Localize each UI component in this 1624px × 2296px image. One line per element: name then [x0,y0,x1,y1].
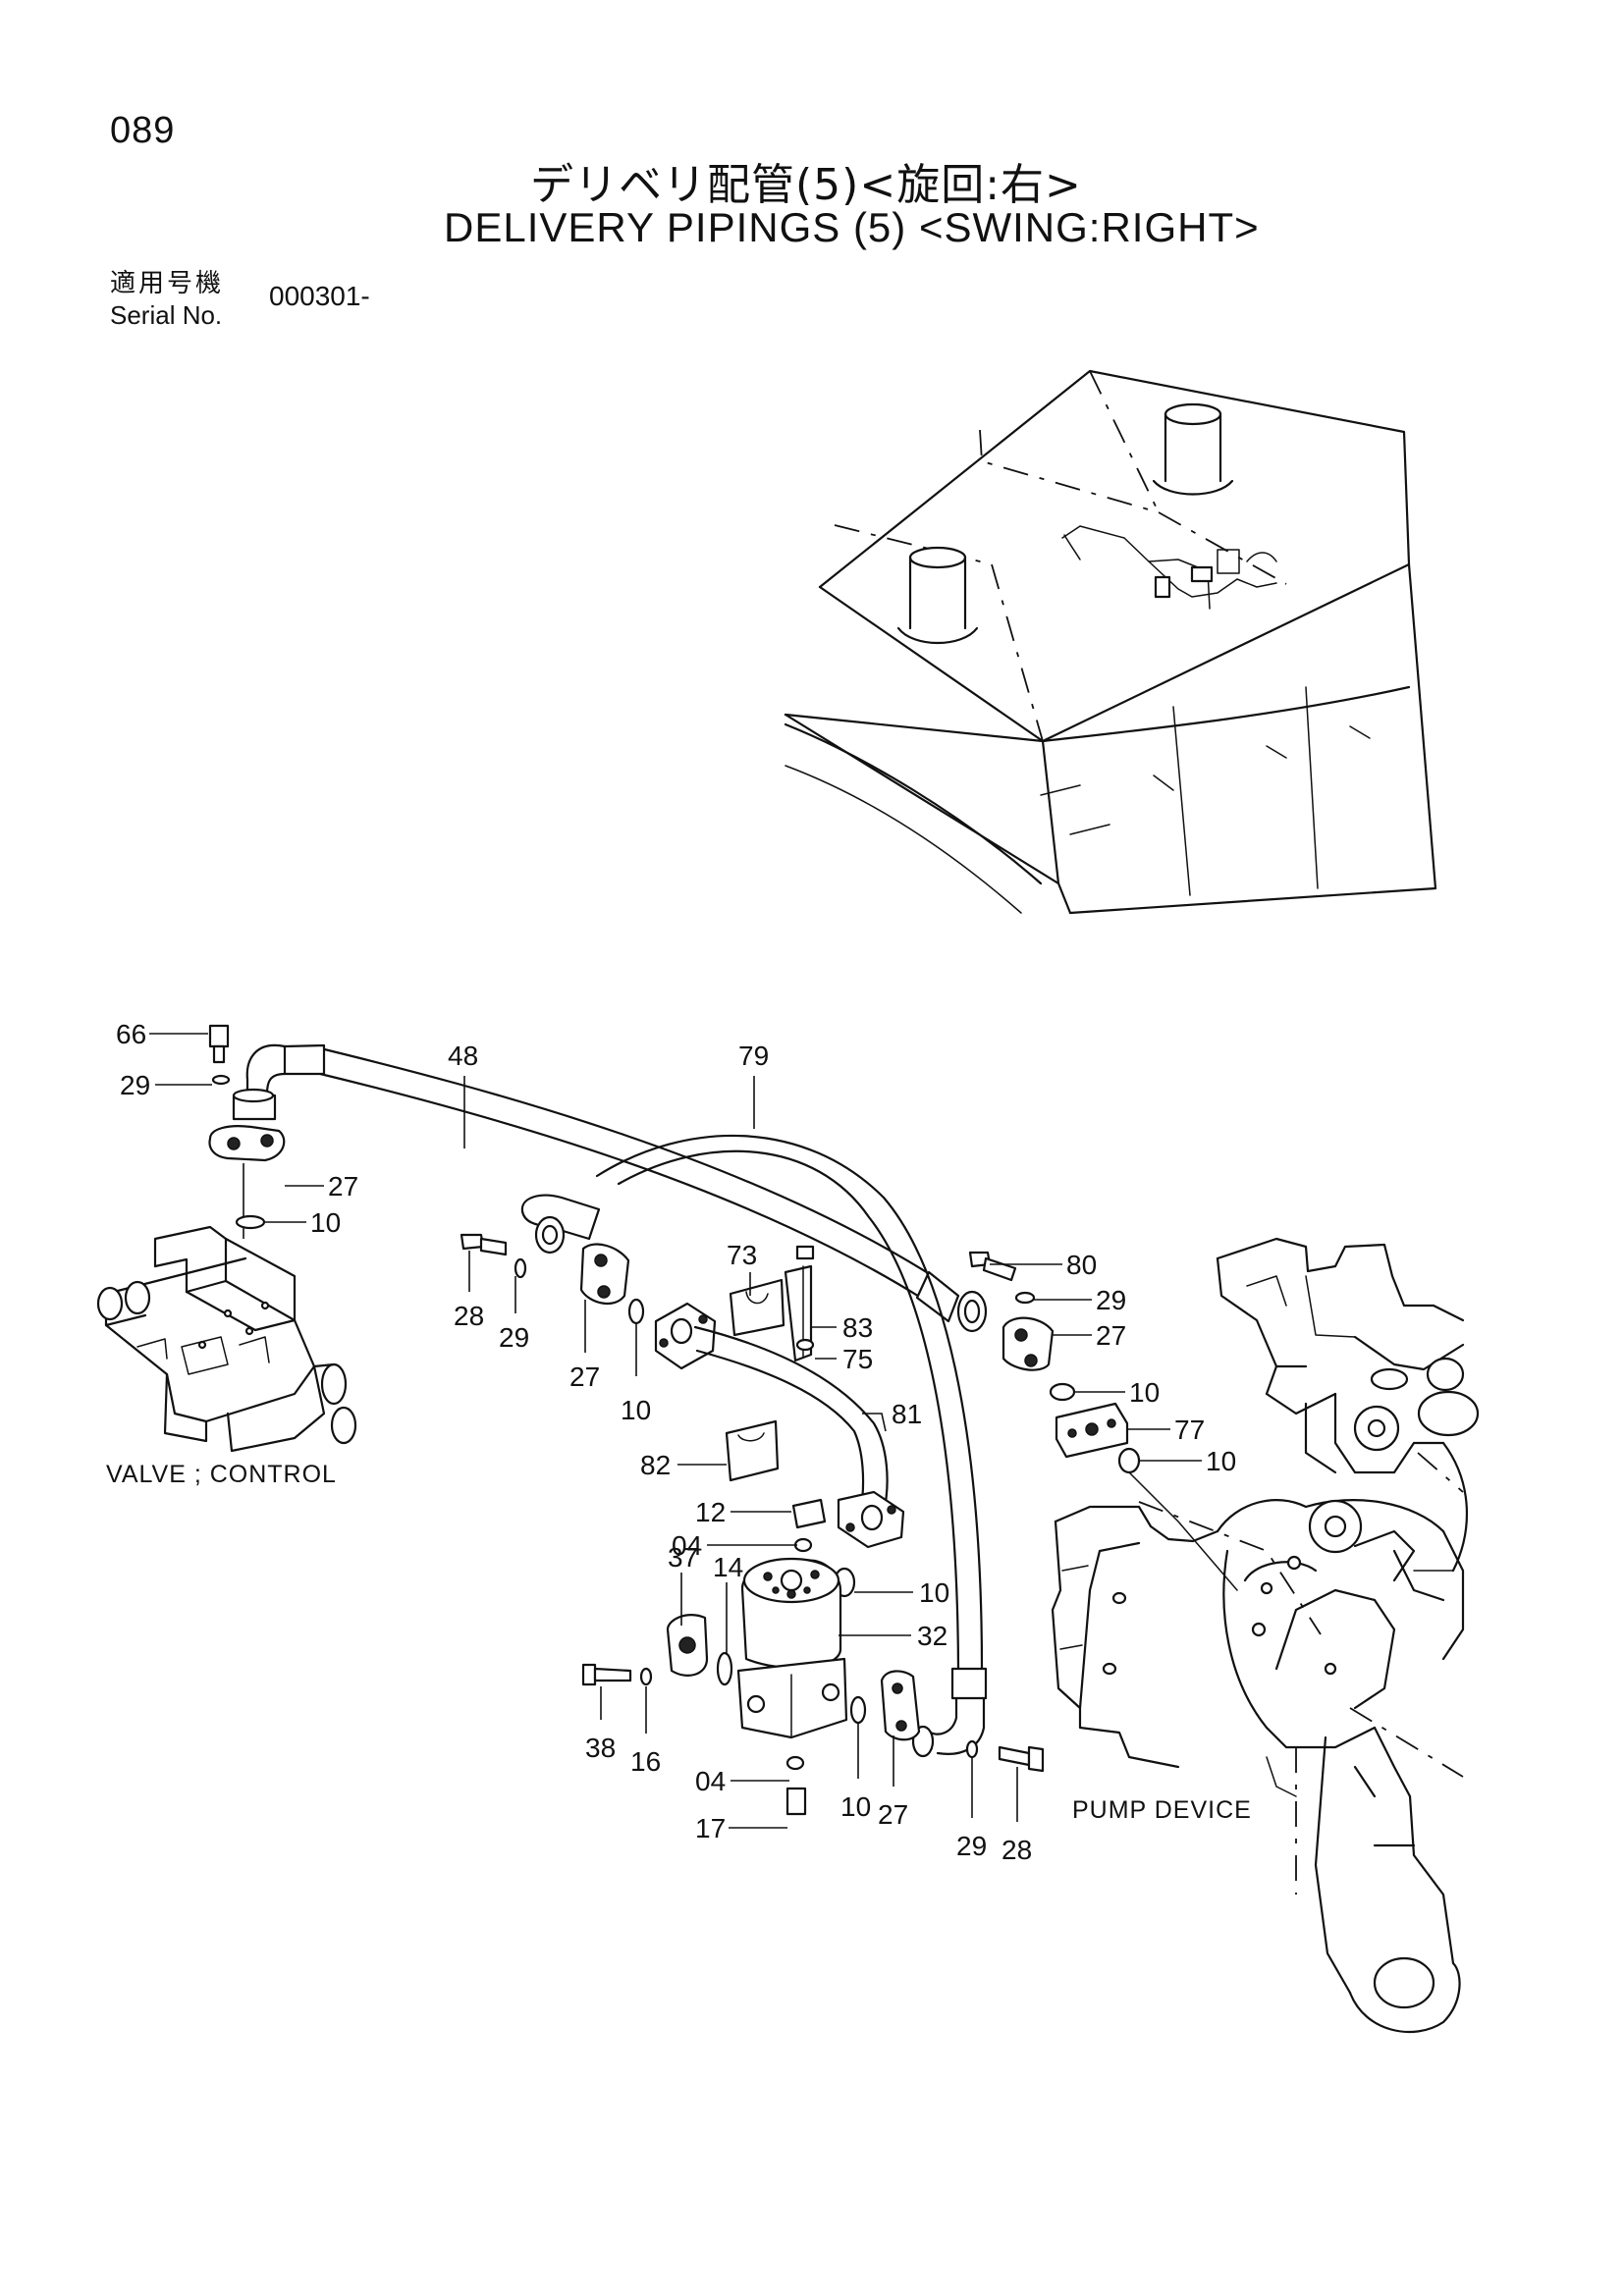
callout-32: 32 [917,1621,947,1651]
callout-73: 73 [727,1240,757,1270]
callout-16: 16 [630,1746,661,1777]
serial-label-english: Serial No. [110,300,223,330]
machine-overview-drawing [784,369,1437,915]
callout-66: 66 [116,1019,146,1049]
callout-27: 27 [878,1799,908,1830]
callout-10: 10 [621,1395,651,1425]
page-number: 089 [110,110,176,151]
callout-27: 27 [328,1171,358,1201]
left-flange-group [460,1233,645,1325]
callout-17: 17 [695,1813,726,1843]
callout-28: 28 [454,1301,484,1331]
callout-27: 27 [1096,1320,1126,1351]
callout-14: 14 [713,1552,743,1582]
callout-29: 29 [1096,1285,1126,1315]
pump-device-label: PUMP DEVICE [1072,1796,1252,1824]
callout-12: 12 [695,1497,726,1527]
callout-37: 37 [668,1542,698,1573]
callout-29: 29 [956,1831,987,1861]
page-title-english: DELIVERY PIPINGS (5) <SWING:RIGHT> [444,204,1260,250]
callout-10: 10 [840,1791,871,1822]
callout-82: 82 [640,1450,671,1480]
pump-device-drawing [1051,1237,1480,2034]
upper-left-fitting-stack [208,1024,286,1230]
callout-29: 29 [120,1070,150,1100]
hose-79 [520,1134,988,1758]
serial-label-japanese: 適用号機 [110,269,225,298]
callout-10: 10 [1129,1377,1160,1408]
page-title-japanese: デリベリ配管(5)<旋回:右> [530,160,1082,210]
callout-labels: 66 29 27 10 48 79 28 29 27 10 73 83 75 8… [106,1019,1252,1865]
callout-80: 80 [1066,1250,1097,1280]
joint-32-assembly [581,1498,867,1816]
pipe-81 [654,1302,905,1598]
leader-lines [149,1033,1202,1829]
callout-10: 10 [1206,1446,1236,1476]
callout-83: 83 [842,1312,873,1343]
callout-27: 27 [569,1362,600,1392]
callout-48: 48 [448,1041,478,1071]
callout-04: 04 [672,1530,702,1561]
callout-10: 10 [919,1577,949,1608]
callout-04: 04 [695,1766,726,1796]
callout-28: 28 [1001,1835,1032,1865]
callout-81: 81 [892,1399,922,1429]
callout-38: 38 [585,1733,616,1763]
callout-10: 10 [310,1207,341,1238]
callout-75: 75 [842,1344,873,1374]
callout-29: 29 [499,1322,529,1353]
hose-48 [245,1043,988,1333]
clamp-group [725,1245,815,1482]
callout-79: 79 [738,1041,769,1071]
callout-77: 77 [1174,1415,1205,1445]
serial-number-value: 000301- [269,281,370,311]
bottom-fitting-group [880,1670,1045,1773]
control-valve-drawing [96,1163,357,1453]
valve-control-label: VALVE ; CONTROL [106,1461,337,1488]
right-fitting-stack [968,1251,1238,1591]
